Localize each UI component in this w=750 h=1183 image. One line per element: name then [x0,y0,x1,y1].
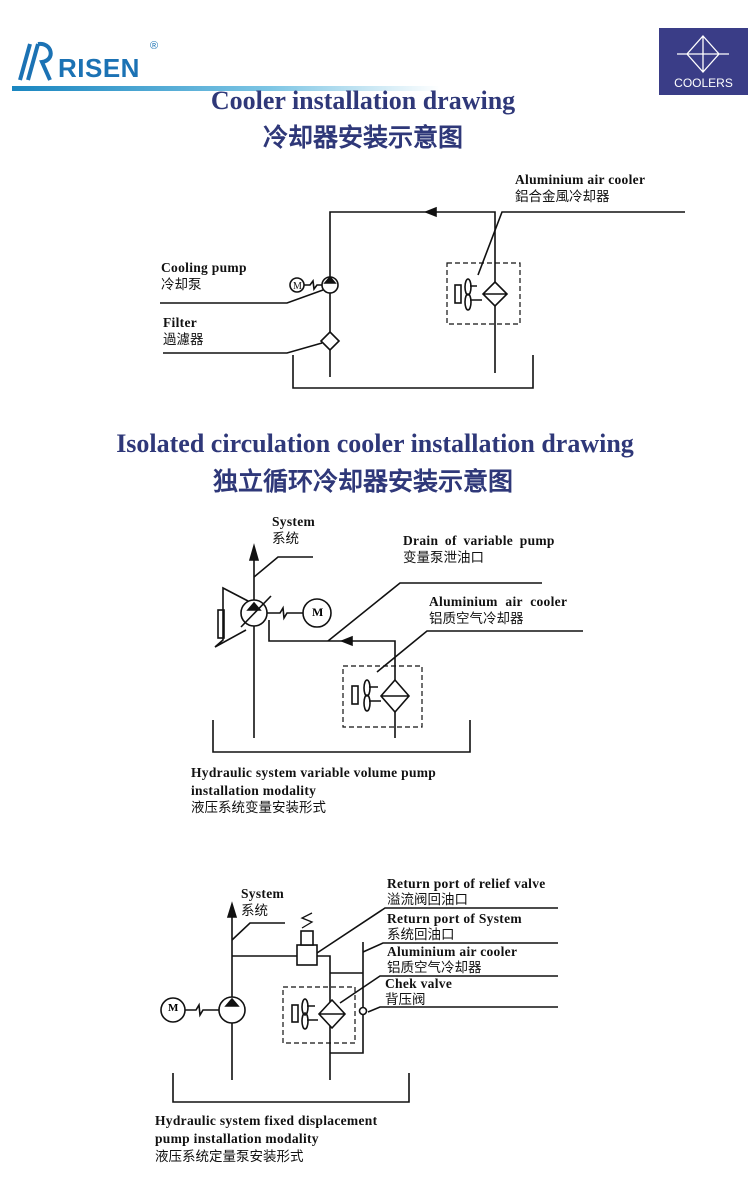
relief-valve-icon [296,912,318,966]
section2-title: Isolated circulation cooler installation… [116,429,634,458]
label-pump: Cooling pump [161,260,247,275]
registered-mark: ® [150,40,159,52]
air-cooler-icon [282,986,356,1044]
label-cooler-zh: 铝质空气冷却器 [429,611,524,627]
motor-label: M [312,605,324,619]
label-filter-zh: 過濾器 [163,332,204,348]
label-return-zh: 系统回油口 [387,927,455,943]
filter-icon [319,330,341,352]
cooler-diamond-icon [677,35,729,73]
circuit-lines [160,206,685,389]
caption-line1: Hydraulic system fixed displacement [155,1113,378,1128]
section1-title: Cooler installation drawing [210,86,516,115]
label-cooler: Aluminium air cooler [429,594,568,609]
section2-title-zh: 独立循环冷却器安装示意图 [212,467,513,496]
header-divider [12,86,440,91]
label-drain: Drain of variable pump [403,533,555,548]
label-cooler-zh: 铝质空气冷却器 [387,960,482,976]
motor-icon [267,598,332,628]
label-pump-zh: 冷却泵 [161,277,202,293]
label-cooler: Aluminium air cooler [387,944,518,959]
motor-label: M [168,1002,179,1014]
label-check: Chek valve [385,976,453,991]
label-cooler-zh: 鋁合金風冷却器 [515,189,610,205]
pump-icon [321,275,339,294]
coolers-badge: COOLERS [659,28,748,95]
caption-line2: pump installation modality [155,1131,319,1146]
caption-line2: installation modality [191,783,317,798]
caption-line1: Hydraulic system variable volume pump [191,765,437,780]
logo-mark-icon [18,41,53,81]
label-system: System [272,514,316,529]
caption-zh: 液压系统定量泵安装形式 [155,1149,304,1165]
variable-pump-icon [240,595,272,628]
brand-name: RISEN [58,53,140,83]
label-relief: Return port of relief valve [387,876,546,891]
label-system-zh: 系统 [272,531,299,547]
svg-text:M: M [293,281,302,292]
label-cooler: Aluminium air cooler [515,172,646,187]
displacement-control-icon [214,586,249,648]
air-cooler-icon [446,262,521,325]
label-filter: Filter [163,315,198,330]
label-return: Return port of System [387,911,522,926]
label-relief-zh: 溢流阀回油口 [387,892,468,908]
motor-icon [160,997,219,1023]
motor-icon: M [289,277,322,293]
air-cooler-icon [342,665,423,728]
badge-label: COOLERS [674,76,733,90]
pump-icon [218,996,246,1024]
label-system-zh: 系统 [241,903,268,919]
caption-zh: 液压系统变量安装形式 [191,800,326,816]
check-valve-icon [358,1006,368,1016]
label-check-zh: 背压阀 [385,992,426,1008]
section1-title-zh: 冷却器安装示意图 [262,123,463,152]
label-system: System [241,886,285,901]
label-drain-zh: 变量泵泄油口 [403,550,484,566]
